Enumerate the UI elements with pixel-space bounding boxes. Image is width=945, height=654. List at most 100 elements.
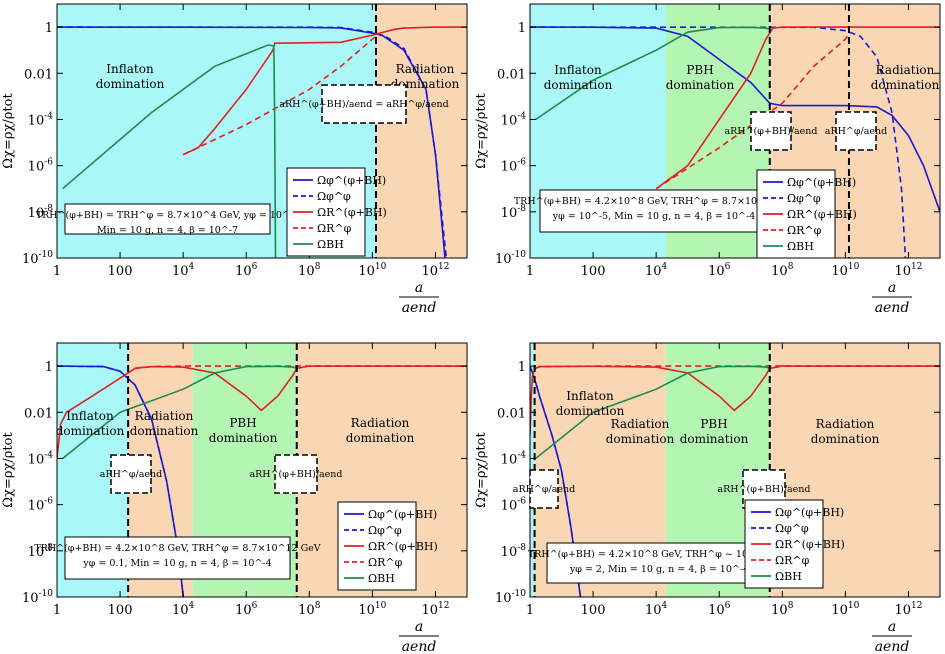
x-tick-label: 104 (645, 262, 668, 279)
x-tick-label: 1 (526, 603, 534, 618)
series-line-3 (655, 33, 850, 190)
annotation-box (274, 454, 318, 494)
x-tick-label: 104 (172, 262, 195, 279)
x-tick-label: 1010 (831, 601, 859, 618)
x-tick-label: 106 (235, 601, 258, 618)
y-tick-label: 10-4 (501, 111, 527, 128)
series-line-2 (655, 26, 940, 190)
y-tick-label: 10-4 (28, 450, 54, 467)
y-tick-label: 10-6 (501, 158, 527, 175)
annotation-label: aRH^(φ+BH)/aend (249, 469, 342, 480)
region-label-0-line2: domination (556, 404, 625, 418)
series-group (57, 365, 467, 597)
region-label-2-line2: domination (680, 432, 749, 446)
x-tick-label: 106 (235, 262, 258, 279)
legend-label-3: ΩR^φ (787, 224, 822, 237)
series-line-1 (57, 26, 448, 258)
series-line-2 (57, 365, 467, 459)
series-line-1 (530, 365, 582, 597)
annotation-box (321, 84, 407, 124)
series-line-4 (62, 44, 277, 258)
legend-label-4: ΩBH (368, 572, 395, 585)
region-label-2: PBH (700, 417, 727, 431)
y-tick-label: 10-6 (501, 497, 527, 514)
annotation-box (835, 111, 877, 151)
parameter-line-0: TRH^(φ+BH) = TRH^φ = 8.7×10^4 GeV, yφ = … (36, 210, 299, 221)
series-line-1 (530, 26, 907, 258)
panel-bottom-left: InflatondominationRadiationdominationPBH… (1, 342, 468, 654)
y-tick-label: 10-8 (28, 543, 54, 560)
x-axis-label-numerator: a (415, 619, 423, 635)
x-axis-label-denominator: aend (875, 639, 910, 654)
region-label-1: Radiation (135, 409, 194, 423)
annotation-box (110, 454, 152, 494)
x-tick-label: 1012 (421, 262, 449, 279)
parameter-box (539, 189, 769, 233)
x-tick-label: 1 (53, 603, 61, 618)
y-tick-label: 1 (45, 360, 53, 375)
y-tick-label: 10-8 (501, 543, 527, 560)
parameter-box (64, 203, 271, 235)
y-tick-label: 10-10 (22, 589, 53, 606)
annotation-label: aRH^φ/aend (100, 469, 162, 480)
region-label-1: Radiation (611, 417, 670, 431)
legend-label-3: ΩR^φ (317, 222, 352, 235)
parameter-line-0: TRH^(φ+BH) = 4.2×10^8 GeV, TRH^φ ~ 10^15… (528, 549, 791, 560)
region-label-3: Radiation (816, 417, 875, 431)
plot-frame (529, 3, 941, 259)
annotation-label: aRH^φ/aend (825, 126, 887, 137)
plot-frame (56, 3, 468, 259)
x-tick-label: 100 (581, 264, 606, 279)
x-tick-label: 1010 (358, 262, 386, 279)
y-tick-label: 10-10 (495, 589, 526, 606)
annotation-box (750, 111, 792, 151)
region-label-3-line2: domination (811, 432, 880, 446)
y-tick-label: 1 (45, 21, 53, 36)
series-line-3 (182, 33, 379, 156)
y-tick-label: 10-6 (28, 497, 54, 514)
x-tick-label: 100 (108, 264, 133, 279)
x-tick-label: 108 (298, 262, 321, 279)
parameter-line-1: Min = 10 g, n = 4, β = 10^-7 (97, 225, 238, 236)
region-label-2: Radiation (876, 63, 935, 77)
y-tick-label: 10-10 (22, 250, 53, 267)
parameter-box (546, 542, 773, 584)
legend-label-1: Ωφ^φ (368, 524, 402, 537)
x-axis-label-numerator: a (415, 280, 423, 296)
y-tick-label: 10-10 (495, 250, 526, 267)
legend-label-0: Ωφ^(φ+BH) (368, 508, 437, 521)
legend-label-0: Ωφ^(φ+BH) (787, 176, 856, 189)
y-tick-label: 10-6 (28, 158, 54, 175)
region-label-1-line2: domination (606, 432, 675, 446)
x-tick-label: 1 (53, 264, 61, 279)
y-tick-label: 0.01 (497, 406, 526, 421)
region-label-0: Inflaton (554, 63, 602, 77)
legend-label-2: ΩR^(φ+BH) (775, 538, 845, 551)
plot-frame (56, 342, 468, 598)
region-label-0: Inflaton (66, 409, 114, 423)
x-tick-label: 1012 (894, 601, 922, 618)
y-tick-label: 10-4 (28, 111, 54, 128)
region-label-0-line2: domination (56, 424, 125, 438)
x-axis-label-numerator: a (888, 619, 896, 635)
y-tick-label: 0.01 (24, 67, 53, 82)
legend-label-1: Ωφ^φ (775, 522, 809, 535)
y-tick-label: 10-4 (501, 450, 527, 467)
region-label-0-line2: domination (544, 78, 613, 92)
panel-bottom-right: InflatondominationRadiationdominationPBH… (474, 342, 941, 654)
series-line-2 (182, 26, 467, 156)
x-tick-label: 1012 (894, 262, 922, 279)
region-label-0: Inflaton (106, 62, 154, 76)
parameter-line-1: yφ = 0.1, Min = 10 g, n = 4, β = 10^-4 (82, 558, 271, 569)
x-tick-label: 106 (708, 262, 731, 279)
series-line-3 (535, 365, 940, 370)
y-axis-label: Ωχ=ρχ/ρtot (474, 432, 489, 508)
legend-label-3: ΩR^φ (775, 554, 810, 567)
annotation-label: aRH^(φ+BH)/aend = aRH^φ/aend (279, 99, 448, 110)
x-tick-label: 100 (108, 603, 133, 618)
annotation-box (529, 469, 559, 509)
